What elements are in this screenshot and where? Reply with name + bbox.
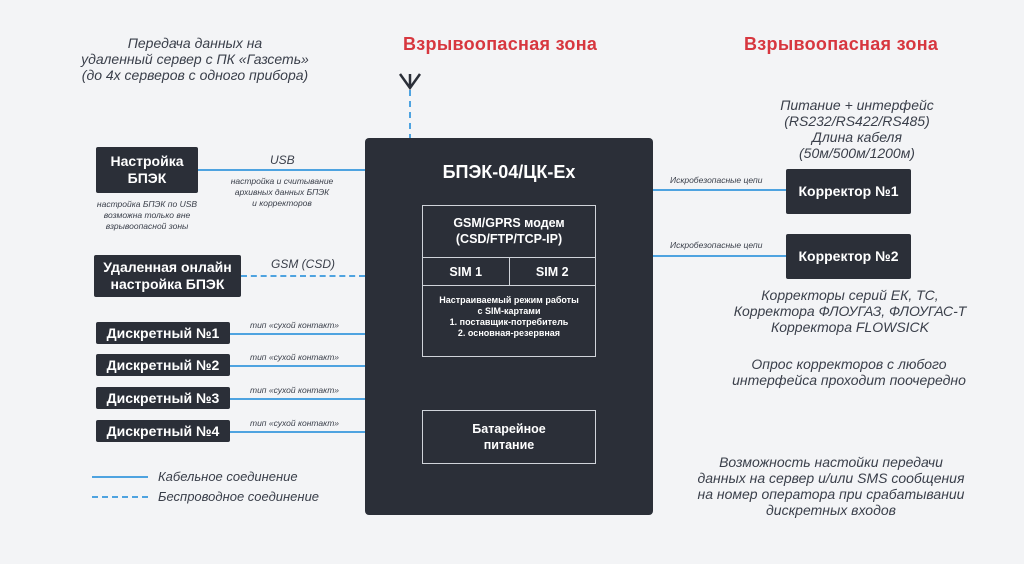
power-note-line: Длина кабеля bbox=[812, 129, 902, 145]
legend-wireless-label: Беспроводное соединение bbox=[158, 489, 320, 504]
discrete-4-line bbox=[230, 431, 365, 433]
correctors-note-line: Корректоры серий ЕК, ТС, bbox=[761, 287, 939, 303]
sim-mode-line: 1. поставщик-потребитель bbox=[449, 317, 569, 327]
discrete-input-1: Дискретный №1 bbox=[96, 322, 230, 344]
usb-note: настройка и считывание архивных данных Б… bbox=[220, 176, 344, 209]
gsm-label: GSM (CSD) bbox=[271, 257, 335, 271]
discrete-input-3: Дискретный №3 bbox=[96, 387, 230, 409]
battery-line: Батарейное bbox=[472, 422, 546, 436]
corrector-2-line bbox=[653, 255, 786, 257]
setup-box: Настройка БПЭК bbox=[96, 147, 198, 193]
server-transfer-note: Передача данных на удаленный сервер с ПК… bbox=[70, 35, 320, 83]
corrector-1-line bbox=[653, 189, 786, 191]
correctors-note-line: Корректора ФЛОУГАЗ, ФЛОУГАС-Т bbox=[733, 303, 967, 319]
setup-usb-note-line: настройка БПЭК по USB bbox=[96, 199, 198, 209]
discrete-input-4: Дискретный №4 bbox=[96, 420, 230, 442]
usb-note-line: архивных данных БПЭК bbox=[234, 187, 330, 197]
power-note-line: (50м/500м/1200м) bbox=[799, 145, 915, 161]
sim-mode-description: Настраиваемый режим работы с SIM-картами… bbox=[423, 286, 595, 339]
circuit-label-2: Искробезопасные цепи bbox=[670, 240, 763, 250]
usb-note-line: настройка и считывание bbox=[230, 176, 334, 186]
gsm-modem-title-line: (CSD/FTP/TCP-IP) bbox=[455, 232, 563, 246]
corrector-1-box: Корректор №1 bbox=[786, 169, 911, 214]
power-note-line: Питание + интерфейс bbox=[780, 97, 934, 113]
sim-row: SIM 1 SIM 2 bbox=[423, 257, 595, 286]
legend-cable-label: Кабельное соединение bbox=[158, 469, 298, 484]
polling-note-line: интерфейса проходит поочередно bbox=[732, 372, 966, 388]
circuit-label-1: Искробезопасные цепи bbox=[670, 175, 763, 185]
sms-note-line: данных на сервер и/или SMS сообщения bbox=[697, 470, 965, 486]
setup-box-line: БПЭК bbox=[127, 170, 167, 186]
server-transfer-note-line: удаленный сервер с ПК «Газсеть» bbox=[81, 51, 309, 67]
sms-note-line: на номер оператора при срабатывании bbox=[697, 486, 965, 502]
polling-note: Опрос корректоров с любого интерфейса пр… bbox=[714, 356, 984, 388]
sim-mode-line: Настраиваемый режим работы bbox=[439, 295, 579, 305]
gsm-modem-title: GSM/GPRS модем (CSD/FTP/TCP-IP) bbox=[423, 206, 595, 247]
server-transfer-note-line: (до 4х серверов с одного прибора) bbox=[81, 67, 309, 83]
setup-usb-note-line: возможна только вне bbox=[103, 210, 191, 220]
correctors-note: Корректоры серий ЕК, ТС, Корректора ФЛОУ… bbox=[720, 287, 980, 335]
sms-note: Возможность настойки передачи данных на … bbox=[672, 454, 990, 518]
usb-label: USB bbox=[270, 153, 295, 167]
battery-block: Батарейное питание bbox=[422, 410, 596, 464]
polling-note-line: Опрос корректоров с любого bbox=[751, 356, 947, 372]
correctors-note-line: Корректора FLOWSICK bbox=[770, 319, 930, 335]
main-unit: БПЭК-04/ЦК-Ех GSM/GPRS модем (CSD/FTP/TC… bbox=[365, 138, 653, 515]
power-note-line: (RS232/RS422/RS485) bbox=[784, 113, 930, 129]
main-unit-title: БПЭК-04/ЦК-Ех bbox=[442, 162, 576, 182]
discrete-2-line bbox=[230, 365, 365, 367]
discrete-4-type: тип «сухой контакт» bbox=[250, 418, 339, 428]
sim-mode-line: 2. основная-резервная bbox=[457, 328, 561, 338]
online-setup-line: настройка БПЭК bbox=[110, 276, 225, 292]
setup-box-line: Настройка bbox=[110, 153, 184, 169]
sim-2: SIM 2 bbox=[508, 258, 596, 285]
usb-cable-line bbox=[198, 169, 365, 171]
online-setup-line: Удаленная онлайн bbox=[103, 259, 232, 275]
sms-note-line: Возможность настойки передачи bbox=[719, 454, 943, 470]
setup-usb-note-line: взрывоопасной зоны bbox=[105, 221, 189, 231]
usb-note-line: и корректоров bbox=[252, 198, 312, 208]
gsm-modem-block: GSM/GPRS модем (CSD/FTP/TCP-IP) SIM 1 SI… bbox=[422, 205, 596, 357]
discrete-3-line bbox=[230, 398, 365, 400]
server-transfer-note-line: Передача данных на bbox=[127, 35, 263, 51]
discrete-input-2: Дискретный №2 bbox=[96, 354, 230, 376]
legend-cable-line bbox=[92, 476, 148, 478]
battery-line: питание bbox=[483, 438, 535, 452]
gsm-wireless-line bbox=[241, 275, 365, 277]
power-interface-note: Питание + интерфейс (RS232/RS422/RS485) … bbox=[748, 97, 966, 161]
sms-note-line: дискретных входов bbox=[766, 502, 896, 518]
online-setup-box: Удаленная онлайн настройка БПЭК bbox=[94, 255, 241, 297]
zone-title-left: Взрывоопасная зона bbox=[403, 34, 598, 54]
sim-1: SIM 1 bbox=[449, 264, 483, 279]
discrete-1-line bbox=[230, 333, 365, 335]
discrete-2-type: тип «сухой контакт» bbox=[250, 352, 339, 362]
discrete-3-type: тип «сухой контакт» bbox=[250, 385, 339, 395]
zone-title-right: Взрывоопасная зона bbox=[744, 34, 939, 54]
setup-usb-note: настройка БПЭК по USB возможна только вн… bbox=[80, 199, 214, 232]
antenna-icon bbox=[398, 73, 422, 138]
gsm-modem-title-line: GSM/GPRS модем bbox=[453, 216, 565, 230]
discrete-1-type: тип «сухой контакт» bbox=[250, 320, 339, 330]
sim-mode-line: с SIM-картами bbox=[477, 306, 541, 316]
legend-wireless-line bbox=[92, 496, 148, 498]
corrector-2-box: Корректор №2 bbox=[786, 234, 911, 279]
